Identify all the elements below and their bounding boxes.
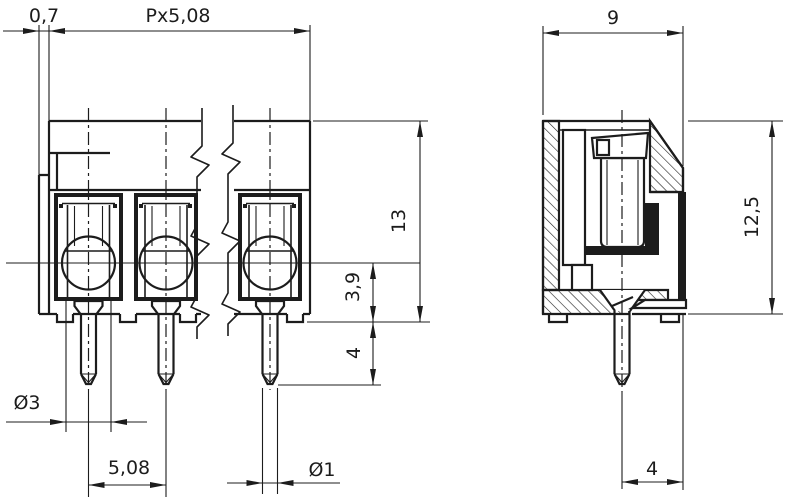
centerlines [6, 108, 623, 392]
dimensions: 0,7 Px5,08 9 13 3,9 4 [3, 5, 783, 497]
wire-cage-front [561, 128, 587, 267]
dim-body-height: 12,5 [688, 120, 783, 315]
clamp-yoke-horizontal [580, 246, 659, 255]
dim-pin-diameter: Ø1 [227, 388, 340, 494]
dim-label-total-width: Px5,08 [145, 5, 210, 27]
dim-side-width: 9 [542, 7, 684, 166]
dim-label-side-width: 9 [607, 7, 619, 29]
dim-label-body-height: 12,5 [741, 196, 763, 238]
screw-slot [595, 138, 611, 157]
dim-label-overall-height: 13 [388, 209, 410, 233]
dim-label-screw-diameter: Ø3 [13, 392, 40, 414]
break-line-left [190, 108, 210, 339]
dim-label-pin-length: 4 [343, 347, 365, 359]
side-feet [547, 314, 681, 324]
front-feet [55, 314, 305, 324]
dim-screw-diameter: Ø3 [6, 301, 147, 432]
dim-pitch: 5,08 [87, 390, 167, 497]
side-right-wedge [648, 117, 685, 194]
dim-pin-length: 4 [278, 322, 381, 386]
dim-pin-to-edge: 4 [621, 314, 684, 490]
side-bottom-edge [628, 298, 688, 310]
break-line-right [221, 105, 241, 336]
front-section-view [37, 105, 312, 386]
dim-overall-height: 13 [307, 120, 430, 323]
dim-label-pin-diameter: Ø1 [308, 459, 335, 481]
side-section-view [541, 117, 688, 386]
dim-label-pin-shoulder: 3,9 [342, 272, 364, 302]
dim-label-pin-to-edge: 4 [646, 458, 658, 480]
dim-left-margin-and-total-width: 0,7 Px5,08 [3, 5, 311, 175]
side-left-wall [541, 119, 561, 292]
dim-label-pitch: 5,08 [108, 457, 150, 479]
clamp-yoke-vertical [645, 203, 659, 249]
wire-cage-step [570, 263, 594, 292]
dim-label-left-margin: 0,7 [29, 5, 59, 27]
side-right-wall-section [678, 192, 686, 300]
clamp-screw-shank [599, 156, 646, 249]
dim-pin-shoulder: 3,9 [342, 263, 376, 322]
